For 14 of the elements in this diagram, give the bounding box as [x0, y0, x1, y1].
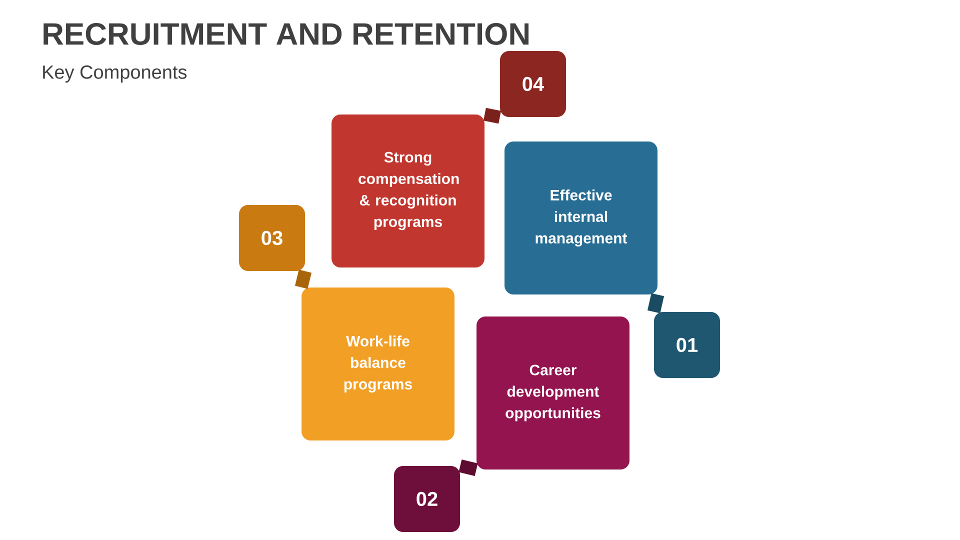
component-box: Work-life balance programs	[302, 288, 454, 440]
title: RECRUITMENT AND RETENTION	[44, 23, 529, 45]
number-box: 01	[654, 312, 720, 378]
number-box: 04	[500, 51, 566, 117]
component-box: Effective internal management	[504, 142, 658, 294]
connector	[647, 293, 664, 314]
connector	[458, 459, 478, 476]
number-box: 02	[394, 466, 460, 532]
component-box: Career development opportunities	[476, 316, 630, 470]
connector	[295, 270, 312, 289]
component-box: Strong compensation & recognition programs	[332, 114, 484, 268]
connector	[483, 108, 502, 124]
subtitle: Key Components	[43, 65, 187, 83]
number-box: 03	[239, 205, 305, 271]
